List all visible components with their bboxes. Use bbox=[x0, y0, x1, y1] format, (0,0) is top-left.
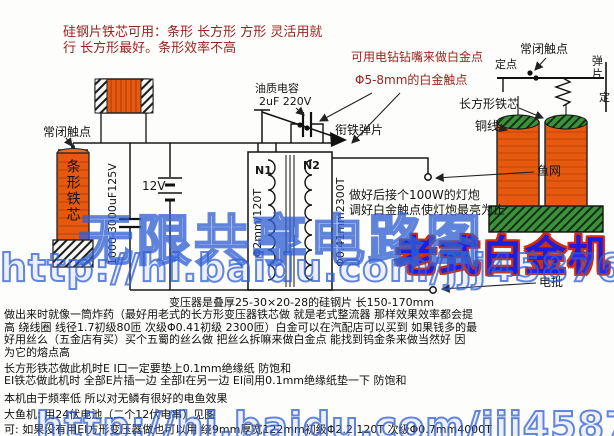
oil-capacitor-value: 2uF 220V bbox=[259, 95, 312, 108]
bar-core-label: 条形铁芯 bbox=[64, 159, 81, 223]
bar-core-coil bbox=[52, 143, 94, 268]
note-line: 高 绕线圈 线径1.7初级80匝 次级Φ0.41初级 2300匝）白金可以在汽配… bbox=[4, 320, 478, 334]
electrode-label: 电批 bbox=[539, 275, 564, 289]
note-line: 大鱼机: 用24伏电池（二个12伏电串）见图 bbox=[4, 408, 216, 422]
closed-contact-left-label: 常闭触点 bbox=[43, 125, 92, 139]
primary-winding-spec: Φ2mm/120T bbox=[250, 188, 264, 258]
winding-n1-label: N1 bbox=[255, 164, 272, 177]
note-line: 变压器是叠厚25-30×20-28的硅钢片 长150-170mm bbox=[169, 296, 435, 309]
fishnet-terminal bbox=[424, 173, 432, 181]
spring-piece-label: 弹片 bbox=[590, 55, 604, 81]
note-line: 做出来时就像一筒炸药（最好用老式的长方形变压器铁芯做 就是老式整流器 那样效果效… bbox=[4, 308, 473, 322]
assembled-transformer bbox=[488, 62, 607, 233]
annotation-arrows bbox=[63, 57, 547, 293]
lamp-note-line1: 做好后接个100W的灯炮 bbox=[349, 188, 480, 202]
note-line: 为它的熔点高 bbox=[4, 345, 70, 359]
build-notes: 变压器是叠厚25-30×20-28的硅钢片 长150-170mm 做出来时就像一… bbox=[4, 296, 612, 436]
copper-wire-label: 铜线 bbox=[475, 119, 500, 133]
core-material-note-line2: 行 长方形最好。条形效率不高 bbox=[63, 41, 237, 56]
rect-core-label: 长方形铁芯 bbox=[459, 97, 520, 111]
closed-contact-right-label: 常闭触点 bbox=[520, 42, 569, 56]
electrolytic-cap-label: 1000-3000uF125V bbox=[105, 163, 119, 266]
spare-coil bbox=[94, 78, 154, 143]
armature-label: 衔铁弹片 bbox=[335, 123, 384, 137]
page-title: 老式白金机 bbox=[396, 232, 611, 280]
transformer-symbol bbox=[247, 151, 333, 291]
battery-voltage-label: 12V bbox=[142, 179, 166, 193]
contact-size-note: Φ5-8mm的白金触点 bbox=[355, 73, 468, 87]
drill-tip-note: 可用电钻钻嘴来做白金点 bbox=[351, 50, 484, 64]
fish-net-label: 鱼网 bbox=[537, 164, 562, 178]
note-line: EI铁芯做此机时 全部E片插一边 全部I在另一边 EI间用0.1mm绝缘纸垫一下… bbox=[4, 374, 407, 388]
oil-capacitor-symbol bbox=[290, 112, 324, 143]
secondary-winding-spec: Φ0.41mm2300T bbox=[333, 177, 347, 267]
note-line: 好用丝么（五金店有买）买个五蜀的丝么做 把丝么拆嘛来做白金点 能找到钨金条来做当… bbox=[4, 333, 466, 347]
fixed-point-label: 定点 bbox=[495, 58, 517, 71]
note-line: 本机由于频率低 所以对无鳞有很好的电鱼效果 bbox=[4, 391, 228, 405]
electrode-terminal bbox=[429, 286, 437, 294]
note-line: 长方形铁芯做此机时E I口一定要垫上0.1mm绝缘纸 防饱和 bbox=[4, 362, 292, 376]
core-material-note-line1: 硅钢片铁芯可用：条形 长方形 方形 灵活用就 bbox=[63, 25, 323, 40]
note-line: 可: 如果没有用EI方形变压器做也可以用 绕9mm厚宽122mm初级Φ2.2 1… bbox=[4, 422, 492, 436]
electrolytic-capacitor-symbol bbox=[119, 217, 141, 229]
fixed-label: 定 bbox=[599, 91, 610, 104]
lamp-note-line2: 调好白金触点使灯炮最亮为止 bbox=[349, 203, 506, 217]
oil-capacitor-name: 油质电容 bbox=[255, 82, 299, 95]
breaker-contact bbox=[254, 109, 347, 147]
battery-symbol bbox=[158, 177, 182, 202]
winding-n2-label: N2 bbox=[303, 159, 320, 172]
